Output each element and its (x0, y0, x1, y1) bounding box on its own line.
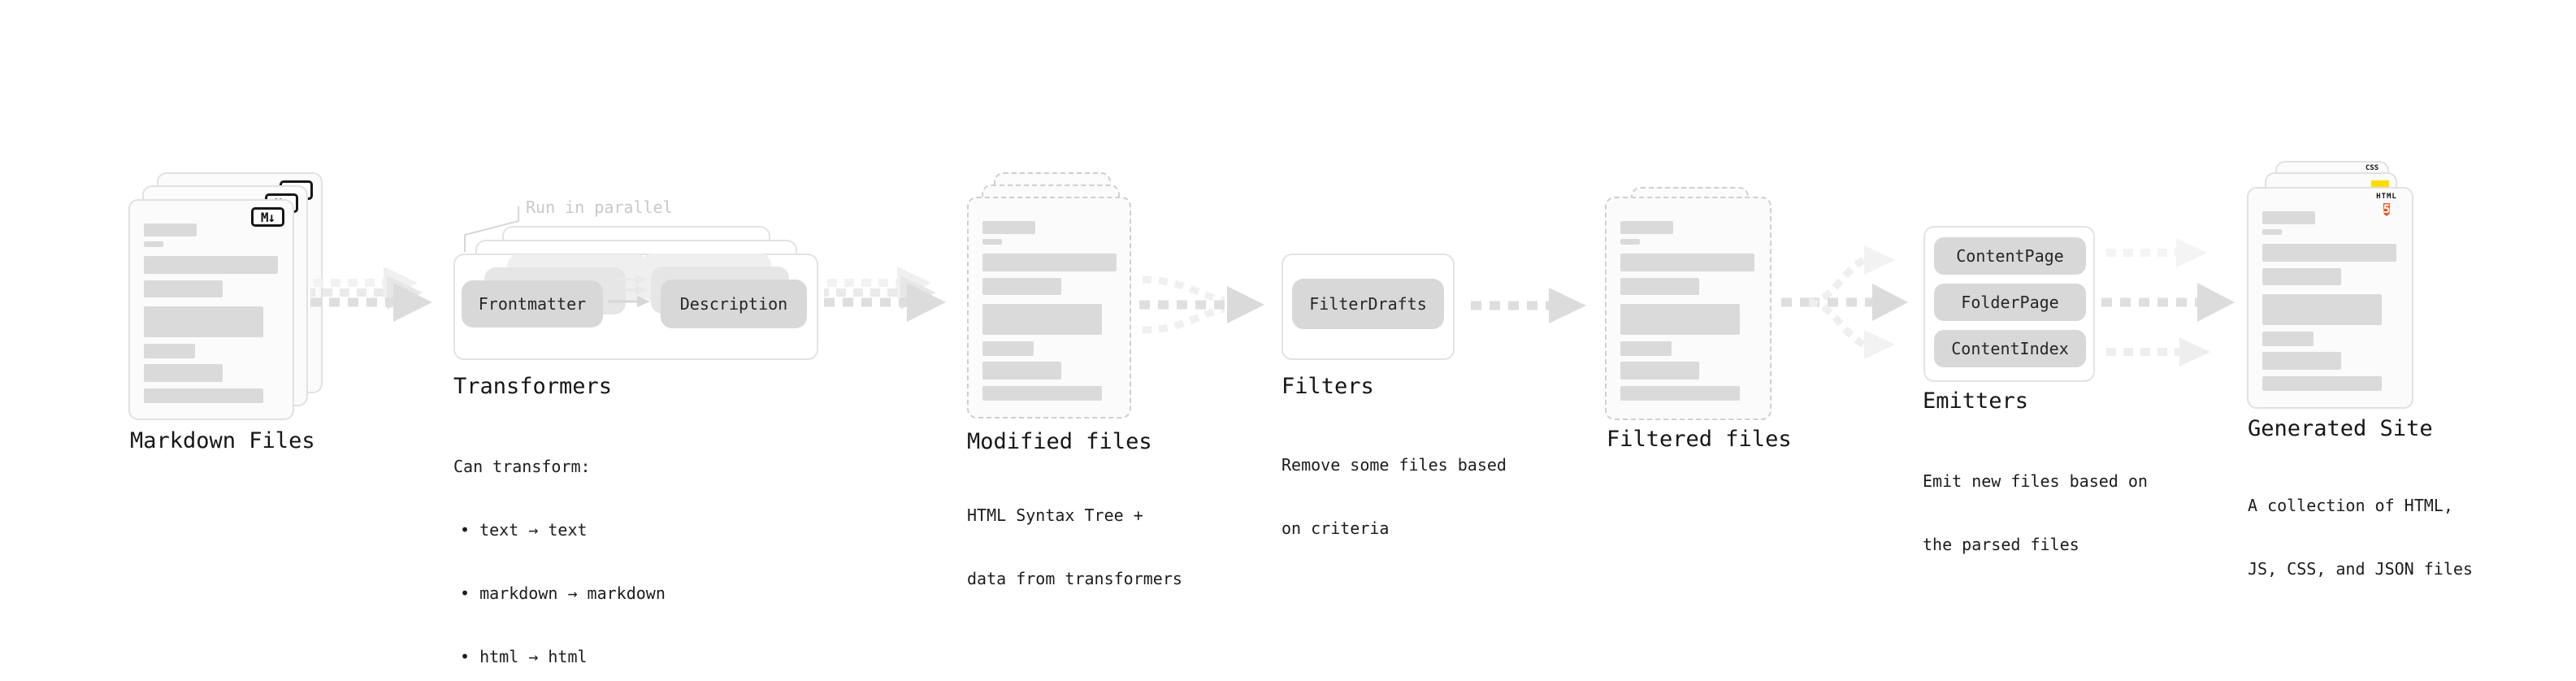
placeholder-line (144, 223, 197, 236)
caption-line: A collection of HTML, (2248, 496, 2453, 515)
html5-logo-icon: HTML 5 (2370, 193, 2404, 219)
placeholder-line (2262, 294, 2382, 325)
diverging-arrow-icon (1781, 245, 1908, 359)
run-in-parallel-note: Run in parallel (526, 197, 673, 217)
placeholder-line (2262, 244, 2396, 262)
placeholder-line (144, 388, 263, 403)
emitter-pill-folderpage: FolderPage (1934, 284, 2086, 321)
caption-line: on criteria (1281, 518, 1390, 538)
placeholder-line (2262, 376, 2382, 391)
stage-caption-modified-files: HTML Syntax Tree + data from transformer… (967, 462, 1182, 631)
html5-shield: 5 (2383, 203, 2391, 216)
converging-arrow-icon (1139, 275, 1264, 334)
placeholder-line (144, 306, 263, 337)
placeholder-line (982, 304, 1102, 335)
placeholder-line (144, 241, 163, 247)
placeholder-line (982, 386, 1102, 401)
pill-flow-arrows-icon (608, 275, 650, 307)
js-file-icon (2371, 180, 2389, 189)
caption-line: data from transformers (967, 569, 1182, 588)
flow-arrow-icon (310, 267, 432, 322)
caption-line: Emit new files based on (1923, 471, 2148, 491)
stage-label-filters: Filters (1281, 374, 1374, 399)
caption-bullet: • html → html (460, 647, 588, 666)
placeholder-line (982, 221, 1035, 234)
filter-pill-filterdrafts: FilterDrafts (1292, 279, 1444, 329)
emitter-pill-contentpage: ContentPage (1934, 237, 2086, 275)
placeholder-line (1620, 239, 1640, 245)
caption-line: HTML Syntax Tree + (967, 505, 1143, 525)
caption-line: Can transform: (453, 457, 591, 476)
emitter-pill-contentindex: ContentIndex (1934, 330, 2086, 367)
caption-bullet: • text → text (460, 520, 588, 540)
callout-line (464, 206, 519, 252)
caption-line: Remove some files based (1281, 455, 1507, 475)
html-label: HTML (2376, 193, 2397, 201)
transformer-pill-frontmatter: Frontmatter (462, 280, 603, 327)
flow-arrow-icon (824, 267, 946, 322)
stage-label-modified-files: Modified files (967, 429, 1152, 454)
stage-caption-generated-site: A collection of HTML, JS, CSS, and JSON … (2248, 453, 2473, 622)
placeholder-line (982, 239, 1002, 245)
placeholder-line (982, 362, 1061, 380)
placeholder-line (144, 280, 223, 297)
file-card: HTML 5 (2247, 187, 2413, 409)
caption-line: the parsed files (1923, 535, 2079, 554)
placeholder-line (144, 344, 195, 358)
stage-caption-filters: Remove some files based on criteria (1281, 412, 1507, 581)
placeholder-line (1620, 304, 1740, 335)
placeholder-line (144, 364, 223, 382)
placeholder-line (1620, 278, 1699, 295)
placeholder-line (1620, 254, 1754, 271)
placeholder-line (982, 341, 1034, 356)
placeholder-line (1620, 221, 1673, 234)
transformer-pill-description: Description (661, 280, 807, 328)
caption-line: JS, CSS, and JSON files (2248, 559, 2473, 579)
placeholder-line (1620, 362, 1699, 380)
placeholder-line (982, 254, 1117, 271)
stage-caption-emitters: Emit new files based on the parsed files (1923, 428, 2148, 597)
stage-label-transformers: Transformers (453, 374, 613, 399)
file-card (967, 197, 1131, 419)
caption-bullet: • markdown → markdown (460, 583, 666, 603)
stage-label-filtered-files: Filtered files (1607, 427, 1792, 452)
css-label: CSS (2365, 164, 2379, 172)
stage-label-generated-site: Generated Site (2248, 416, 2433, 441)
placeholder-line (144, 256, 278, 274)
file-card (1605, 197, 1772, 420)
flow-arrow-icon (1471, 288, 1586, 323)
placeholder-line (2262, 229, 2282, 235)
placeholder-line (2262, 211, 2315, 224)
file-card: M↓ (128, 199, 294, 420)
placeholder-line (1620, 341, 1672, 356)
stage-label-emitters: Emitters (1923, 388, 2029, 414)
placeholder-line (1620, 386, 1740, 401)
markdown-icon: M↓ (251, 207, 284, 227)
placeholder-line (2262, 332, 2314, 346)
stage-label-markdown-files: Markdown Files (130, 428, 315, 453)
stage-caption-transformers: Can transform: • text → text • markdown … (453, 414, 666, 681)
placeholder-line (982, 278, 1061, 295)
placeholder-line (2262, 268, 2341, 285)
triple-arrow-icon (2101, 238, 2235, 367)
placeholder-line (2262, 352, 2341, 370)
